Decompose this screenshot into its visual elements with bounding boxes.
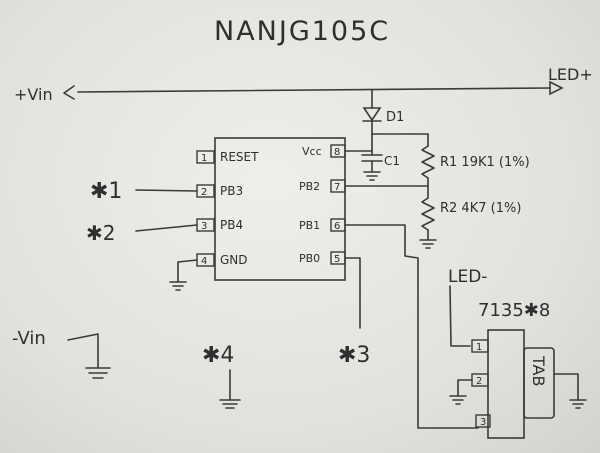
driver-pin-box-3	[475, 414, 491, 428]
pin-name: GND	[220, 253, 248, 267]
driver-pin-box-1	[471, 339, 489, 353]
pin-number: 5	[334, 254, 340, 265]
resistor-r2-icon	[421, 197, 435, 231]
driver-pin-number: 2	[476, 376, 482, 387]
chip-ground	[169, 259, 198, 291]
pb3-wire	[135, 189, 198, 192]
star-label-2: ✱2	[86, 221, 115, 245]
pin-box-1	[196, 150, 215, 164]
driver-tab-label: TAB	[529, 355, 548, 386]
driver-pin-number: 1	[476, 342, 482, 353]
pin-name: PB2	[299, 180, 320, 193]
pin-name: RESET	[220, 150, 259, 164]
pin-name: PB0	[299, 252, 320, 265]
pin-number: 4	[201, 256, 207, 267]
star-label-3: ✱3	[338, 343, 370, 368]
pin-name: Vcc	[302, 145, 322, 158]
vin-negative-ground	[67, 333, 111, 379]
led-negative-wire	[449, 285, 471, 347]
diode-d1	[362, 89, 429, 135]
vin-positive-label: +Vin	[14, 85, 53, 104]
star-label-1: ✱1	[90, 179, 122, 204]
mcu-chip	[196, 137, 346, 281]
driver-body	[487, 329, 525, 439]
pin-box-7	[330, 179, 346, 193]
schematic-title: NANJG105C	[214, 16, 390, 47]
pin-number: 2	[201, 187, 207, 198]
pb1-wire	[344, 224, 479, 429]
pin-number: 3	[201, 221, 207, 232]
star4-ground	[219, 369, 241, 409]
resistor-r1-label: R1 19K1 (1%)	[440, 155, 530, 170]
pin-number: 8	[334, 147, 340, 158]
pin-number: 1	[201, 153, 207, 164]
pb0-wire	[344, 257, 361, 329]
resistor-r2-label: R2 4K7 (1%)	[440, 201, 521, 216]
driver-tab	[523, 347, 555, 419]
pin-name: PB4	[220, 218, 243, 232]
power-rail	[63, 80, 564, 100]
pin-name: PB1	[299, 219, 320, 232]
chip-body	[214, 137, 346, 281]
resistor-divider	[345, 133, 437, 249]
led-positive-label: LED+	[548, 65, 593, 84]
vin-negative-label: -Vin	[12, 328, 46, 349]
diode-label: D1	[386, 110, 404, 125]
driver-7135	[449, 329, 587, 439]
pb4-wire	[135, 224, 198, 232]
pin-number: 7	[334, 182, 340, 193]
pin-name: PB3	[220, 184, 243, 198]
star-label-4: ✱4	[202, 343, 234, 368]
capacitor-c1	[344, 133, 383, 181]
resistor-r1-icon	[421, 145, 435, 179]
pin-number: 6	[334, 221, 340, 232]
diode-symbol-icon	[362, 107, 382, 122]
led-plus-arrow-icon	[549, 80, 564, 96]
driver-pin-number: 3	[480, 417, 486, 428]
capacitor-label: C1	[384, 154, 400, 168]
pin-box-8	[330, 144, 346, 158]
driver-label: 7135✱8	[478, 300, 550, 321]
led-negative-label: LED-	[448, 267, 487, 287]
